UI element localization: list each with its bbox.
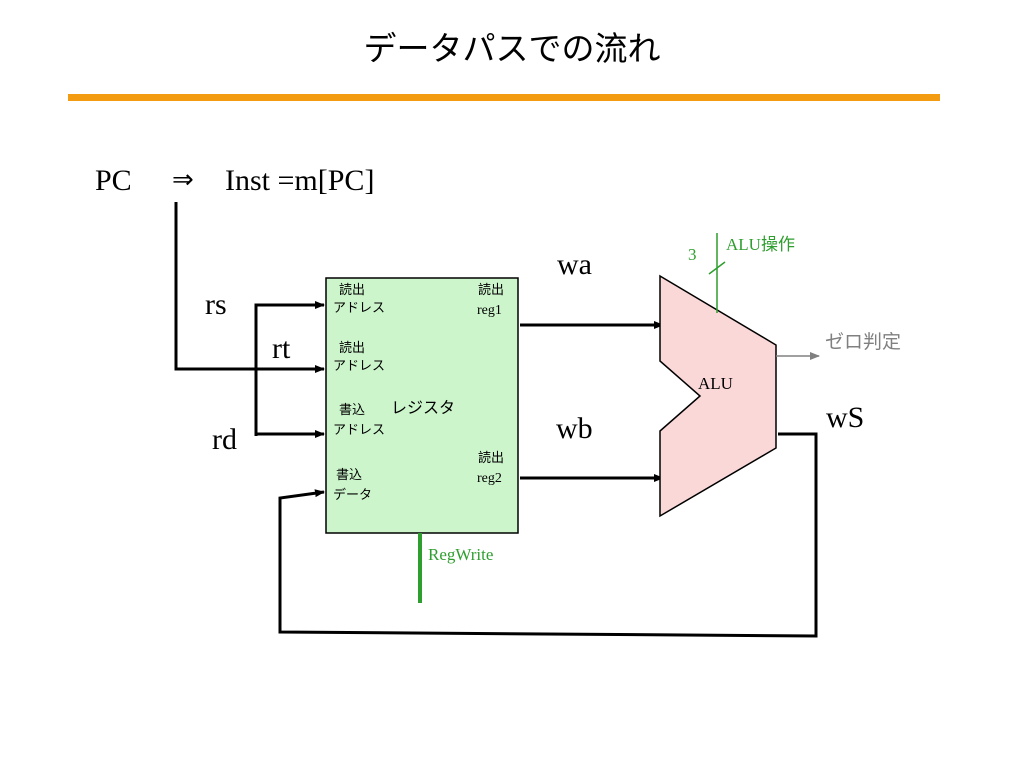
rd-label: rd (212, 423, 237, 456)
write-data-line1: 書込 (336, 468, 362, 483)
slide-title: データパスでの流れ (363, 29, 661, 68)
read-reg1-line1: 読出 (478, 282, 504, 298)
rs-label: rs (205, 288, 227, 321)
alu-op-label: ALU操作 (726, 235, 795, 254)
read-reg2-line1: 読出 (478, 450, 504, 466)
regwrite-label: RegWrite (428, 545, 493, 564)
read-address-1-line1: 読出 (339, 282, 365, 298)
wa-label: wa (557, 248, 592, 281)
pc-wire (174, 202, 325, 373)
read-reg2-line2: reg2 (477, 471, 502, 486)
read-address-2-line2: アドレス (333, 359, 385, 374)
rs-wire (254, 301, 325, 436)
read-address-2-line1: 読出 (339, 340, 365, 356)
pc-label: PC (95, 164, 132, 197)
alu-unit (659, 274, 777, 518)
read-address-1-line2: アドレス (333, 301, 385, 316)
write-data-line2: データ (333, 487, 372, 503)
rt-label: rt (272, 332, 291, 365)
title-divider (68, 94, 940, 101)
instruction-formula: Inst =m[PC] (225, 164, 374, 197)
alu-op-width-slash (708, 261, 726, 275)
zero-detect-label: ゼロ判定 (825, 331, 901, 353)
register-file (325, 277, 519, 534)
read-reg1-line2: reg1 (477, 303, 502, 318)
alu-op-width: 3 (688, 245, 697, 264)
wb-label: wb (556, 412, 593, 445)
implies-arrow: ⇒ (172, 165, 194, 195)
write-address-line1: 書込 (339, 403, 365, 418)
alu-label: ALU (698, 374, 733, 393)
write-address-line2: アドレス (333, 423, 385, 438)
write-back-wire (278, 432, 818, 638)
ws-label: wS (826, 401, 864, 434)
register-file-name: レジスタ (391, 398, 455, 417)
